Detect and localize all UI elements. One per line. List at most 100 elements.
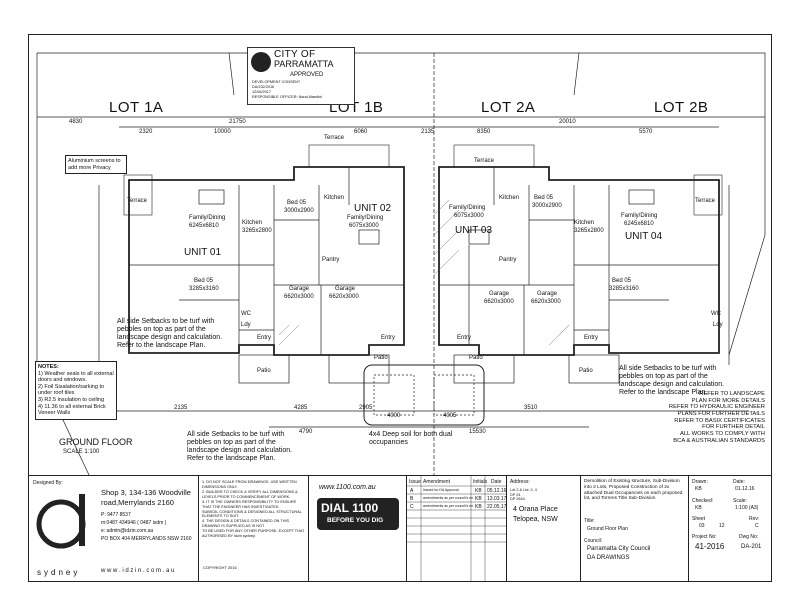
room-pantry: Pantry <box>499 257 517 263</box>
lot-1a-label: LOT 1A <box>109 99 164 116</box>
unit-03-label: UNIT 03 <box>455 225 493 236</box>
sheet-label: Sheet <box>692 516 706 522</box>
dim-text: 2135 <box>174 405 188 411</box>
room-kitchen: Kitchen <box>499 195 520 201</box>
drawn-label: Drawn: <box>692 479 708 485</box>
refer-line: REFER TO BASIX CERTIFICATES <box>674 417 765 424</box>
dwg-number: DA-201 <box>741 544 762 550</box>
designer-panel: Designed By: sydney Shop 3, 134-136 Wood… <box>29 476 199 581</box>
disclaimer-line: TO BE USED FOR ANY OTHER PURPOSE, EXCEPT… <box>202 529 305 539</box>
notes-box: NOTES: 1) Weather seals to all external … <box>35 361 117 420</box>
revision-grid <box>407 476 507 581</box>
project-label: Project No: <box>692 534 717 540</box>
idzin-logo-icon <box>36 494 86 549</box>
drawn-value: KB <box>695 486 702 492</box>
refer-line: ALL WORKS TO COMPLY WITH <box>679 430 765 437</box>
room-family-dining: Family/Dining <box>449 205 486 211</box>
rev-initials: KB <box>475 496 482 502</box>
refer-line: PLAN FOR MORE DETAILS <box>691 397 765 404</box>
project-number: 41-2016 <box>695 542 725 551</box>
room-terrace: Terrace <box>324 135 345 141</box>
revisions-panel: Issue Amendment Initials Date A Issued f… <box>407 476 507 581</box>
room-laundry: Ldy <box>241 322 251 328</box>
room-family-dining: Family/Dining <box>189 215 226 221</box>
rev-issue: A <box>410 488 414 494</box>
stamp-status: APPROVED <box>290 72 324 78</box>
room-terrace: Terrace <box>695 198 716 204</box>
room-dim: 3265x2800 <box>242 228 272 234</box>
refer-line: REFER TO LANDSCAPE <box>699 391 765 397</box>
room-pantry: Pantry <box>322 257 340 263</box>
phone: P: 9477 8537 <box>101 512 131 518</box>
setback-note-left: All side Setbacks to be turf with pebble… <box>117 318 223 350</box>
notes-item: 4) 11.36 to all external Brick Veneer Wa… <box>38 403 106 417</box>
room-bed: Bed 05 <box>287 200 307 206</box>
council-name: Parramatta City Council <box>587 546 651 552</box>
rev-date: 22.05.17 <box>487 504 507 510</box>
checked-value: KB <box>695 505 702 511</box>
rev-label: Rev: <box>749 516 760 522</box>
dim-text: 2905 <box>359 405 373 411</box>
room-entry: Entry <box>257 335 272 341</box>
ground-floor-title: GROUND FLOOR <box>59 437 133 447</box>
address-label: Address: <box>510 479 530 485</box>
lot-info: Lot 2 & Ltd: 2, 4 DP 24 DP 2644 <box>510 488 537 502</box>
rev-amendment: Issued for DA Approval <box>423 488 459 492</box>
unit-02-label: UNIT 02 <box>354 203 392 214</box>
rev-issue: B <box>410 496 414 502</box>
rev-header-amendment: Amendment <box>423 479 450 485</box>
suburb: Telopea, NSW <box>513 516 558 523</box>
unit-01-label: UNIT 01 <box>184 247 222 258</box>
stamp-line: RESPONSIBLE OFFICER: Nand Alaedini <box>252 95 323 99</box>
refer-line: BCA & AUSTRALIAN STANDARDS <box>673 437 765 444</box>
room-dim: 3000x2900 <box>532 203 562 209</box>
dwg-label: Dwg No: <box>739 534 759 540</box>
unit-04-label: UNIT 04 <box>625 231 663 242</box>
description-panel: Demolition of Existing structure, Sub-Di… <box>581 476 689 581</box>
drawing-info-panel: Drawn: KB Date: 01.12.16 Checked: KB Sca… <box>689 476 771 581</box>
room-kitchen: Kitchen <box>574 220 595 226</box>
council-seal-icon <box>251 52 271 72</box>
room-family-dining: Family/Dining <box>347 215 384 221</box>
setback-note-right: All side Setbacks to be turf with pebble… <box>619 365 725 397</box>
date-value: 01.12.16 <box>735 486 755 492</box>
room-garage: Garage <box>289 286 310 292</box>
drawing-stage: DA DRAWINGS <box>587 555 630 561</box>
rev-header-date: Date <box>491 479 502 485</box>
room-dim: 3265x2800 <box>574 228 604 234</box>
dim-text: 5570 <box>639 129 653 135</box>
rev-issue: C <box>410 504 414 510</box>
council-approval-stamp: CITY OF PARRAMATTA APPROVED DEVELOPMENT … <box>247 47 355 105</box>
brand-name: sydney <box>37 568 81 577</box>
email: e: admin@idzin.com.au <box>101 528 154 534</box>
dim-text: 4285 <box>294 405 308 411</box>
sheet-of-value: 12 <box>719 523 725 529</box>
room-patio: Patio <box>579 368 593 374</box>
room-dim: 6620x3000 <box>329 294 359 300</box>
room-dim: 6620x3000 <box>484 299 514 305</box>
dial-tagline: BEFORE YOU DIG <box>327 517 384 524</box>
rev-header-issue: Issue <box>409 479 421 485</box>
title-label: Title: <box>584 518 595 524</box>
council-label: Council: <box>584 538 603 544</box>
rev-initials: KB <box>475 504 482 510</box>
room-bed: Bed 05 <box>612 278 632 284</box>
designed-by-label: Designed By: <box>33 480 63 486</box>
rev-value: C <box>755 523 759 529</box>
stamp-city-name: PARRAMATTA <box>274 59 334 69</box>
po-box: PO BOX 404 MERRYLANDS NSW 2160 <box>101 536 192 542</box>
rev-amendment: amendments as per council's email dated … <box>423 504 473 508</box>
dial-number: DIAL 1100 <box>321 501 379 515</box>
disclaimer-text: 1. DO NOT SCALE FROM DRAWINGS. USE WRITT… <box>202 480 306 539</box>
street-address: 4 Orana Place <box>513 506 558 513</box>
room-garage: Garage <box>537 291 558 297</box>
room-bed: Bed 05 <box>534 195 554 201</box>
disclaimer-line: 2. BUILDER TO CHECK & VERIFY ALL DIMENSI… <box>202 489 298 499</box>
room-patio: Patio <box>469 355 483 361</box>
notes-item: 1) Weather seals to all external doors a… <box>38 370 114 384</box>
notes-item: 3) R2.5 insulation to ceiling <box>38 396 105 403</box>
room-dim: 6075x3000 <box>349 223 379 229</box>
room-wc: WC <box>241 311 251 317</box>
dial-logo: DIAL 1100 BEFORE YOU DIG <box>317 498 399 530</box>
references-list: REFER TO LANDSCAPE PLAN FOR MORE DETAILS… <box>585 391 765 444</box>
